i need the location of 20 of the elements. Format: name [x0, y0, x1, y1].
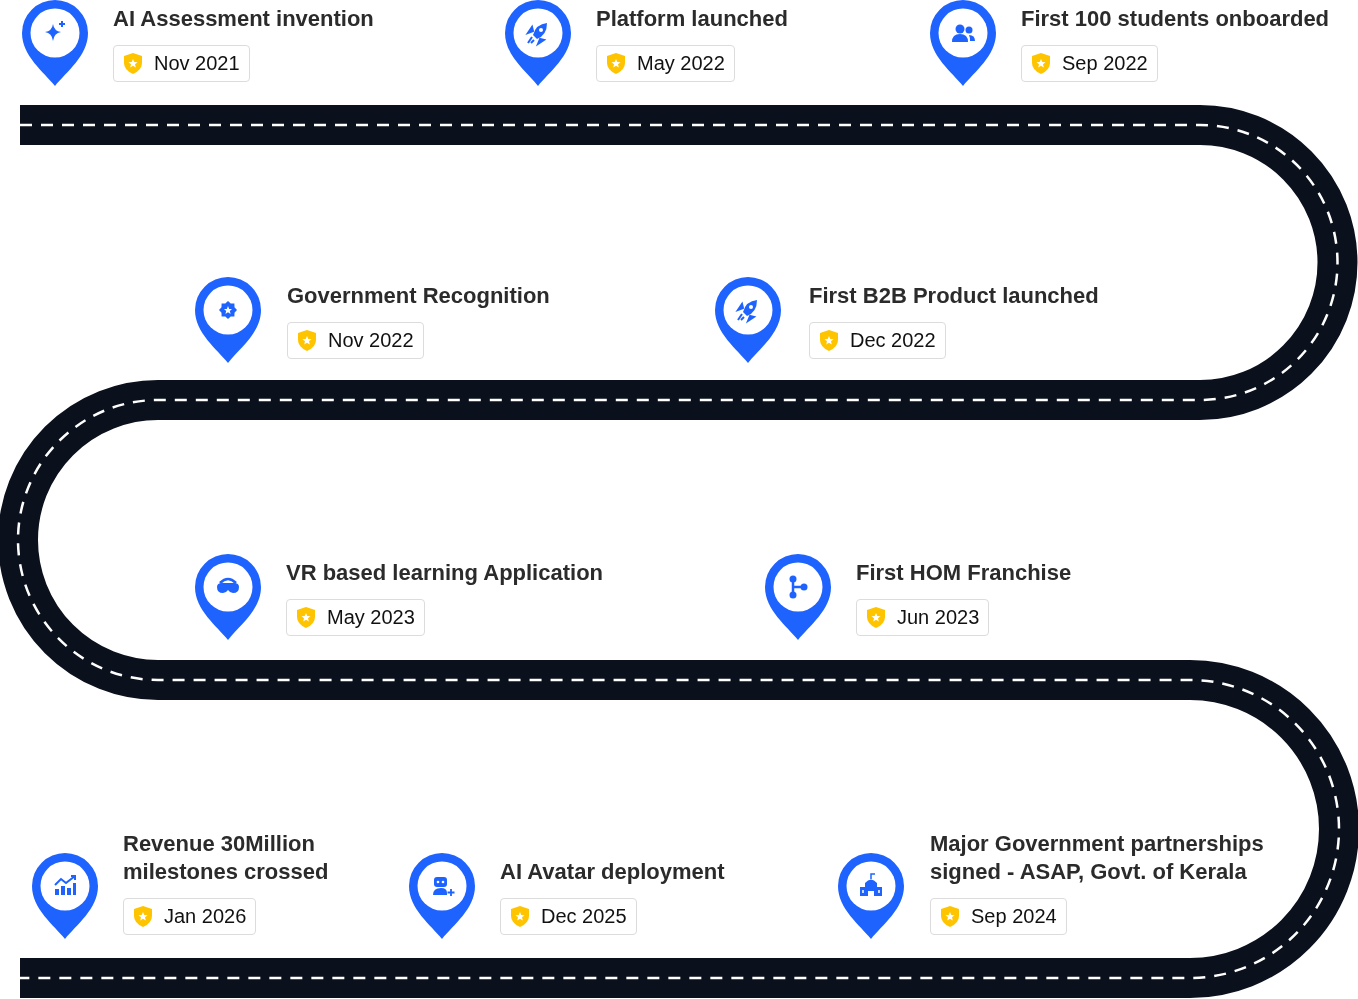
date-text: Sep 2022	[1062, 52, 1148, 75]
milestone-title: Revenue 30Million milestones crossed	[123, 830, 330, 886]
date-text: May 2023	[327, 606, 415, 629]
date-text: Dec 2025	[541, 905, 627, 928]
date-text: Sep 2024	[971, 905, 1057, 928]
date-text: Jan 2026	[164, 905, 247, 928]
milestone-title: First 100 students onboarded	[1021, 5, 1330, 33]
milestone-title: Major Government partnerships signed - ASAP, Govt. of Kerala	[930, 830, 1265, 886]
date-text: Nov 2021	[154, 52, 240, 75]
milestone-title: AI Assessment invention	[113, 5, 374, 33]
date-text: Jun 2023	[897, 606, 980, 629]
milestone-title: Government Recognition	[287, 282, 550, 310]
milestone-title: First B2B Product launched	[809, 282, 1099, 310]
milestone-title: First HOM Franchise	[856, 559, 1072, 587]
milestone-title: Platform launched	[596, 5, 788, 33]
date-text: Nov 2022	[328, 329, 414, 352]
date-text: Dec 2022	[850, 329, 936, 352]
milestone-title: AI Avatar deployment	[500, 858, 725, 886]
date-text: May 2022	[637, 52, 725, 75]
milestone-title: VR based learning Application	[286, 559, 603, 587]
